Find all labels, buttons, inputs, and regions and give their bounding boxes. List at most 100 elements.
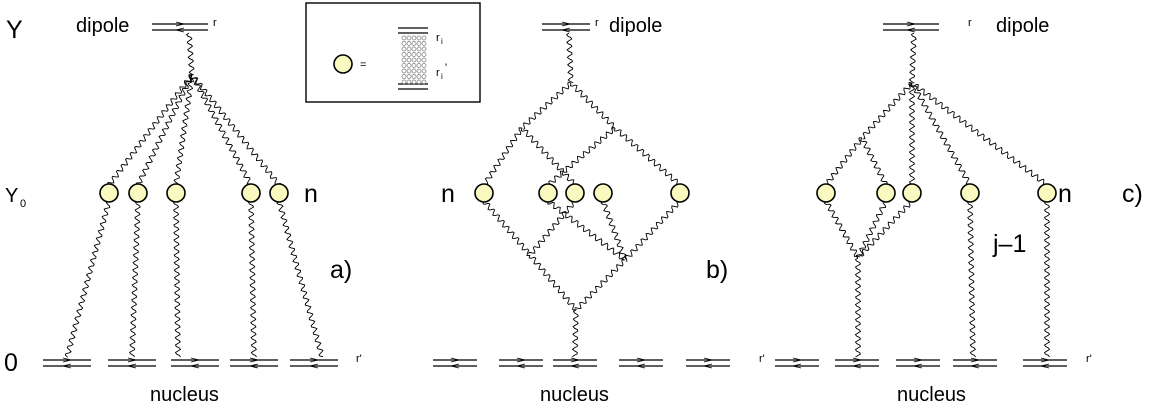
panel-c-edge-gluon <box>911 82 1048 187</box>
panel-c-blob <box>902 183 922 203</box>
panel-c-nucleus-label: nucleus <box>897 384 966 406</box>
panel-c-nucleus-dipole <box>896 357 940 369</box>
panel-b-blob <box>593 183 613 203</box>
rapidity-y0-label: Y <box>5 185 18 207</box>
panel-a-fan-gluon <box>107 74 193 185</box>
panel-c-n-label: n <box>1058 180 1072 208</box>
rapidity-y0-subscript: 0 <box>20 198 26 210</box>
panel-b-trunk-gluon <box>565 32 574 84</box>
panel-a-r-label: r <box>213 17 217 29</box>
panel-b-nucleus-dipole <box>553 357 597 369</box>
panel-c-tag: c) <box>1122 180 1143 208</box>
panel-a-blob <box>269 183 289 203</box>
legend-box <box>305 2 481 103</box>
panel-b-nucleus-dipole <box>499 357 543 369</box>
panel-b-edge-gluon <box>613 127 681 187</box>
panel-b-edge-gluon <box>548 126 616 188</box>
panel-c-edge-gluon <box>856 199 913 258</box>
panel-b-edge-gluon <box>482 127 523 185</box>
panel-a-fan-gluon <box>173 74 195 186</box>
panel-c-edge-gluon <box>909 82 972 185</box>
panel-c-nucleus-dipole <box>835 357 879 369</box>
legend-equals: = <box>360 59 366 71</box>
panel-a-top-dipole <box>152 21 208 33</box>
panel-b-bottom-gluon <box>571 309 579 358</box>
panel-c-dipole-label: dipole <box>996 15 1049 37</box>
panel-a-down-gluon <box>276 200 324 358</box>
panel-b-rprime-label: r' <box>759 353 765 365</box>
panel-a-blob <box>166 183 186 203</box>
panel-a-nucleus-dipole <box>171 357 219 369</box>
panel-b-edge-gluon <box>624 199 681 262</box>
panel-c-blob <box>1037 183 1057 203</box>
panel-a-tag: a) <box>330 256 352 284</box>
panel-b-nucleus-dipole <box>686 357 730 369</box>
panel-a-nucleus-label: nucleus <box>150 384 219 406</box>
panel-a-down-gluon <box>247 200 257 358</box>
panel-c-j-label: j–1 <box>992 230 1026 258</box>
legend-ri-subscript: i <box>441 37 443 46</box>
panel-b-edge-gluon <box>482 200 530 256</box>
panel-c-down-gluon <box>1043 200 1051 358</box>
panel-c-edge-gluon <box>862 81 913 140</box>
panel-c-edge-gluon <box>855 200 887 259</box>
gluon-lines <box>64 32 1051 358</box>
panel-a-blob <box>128 183 148 203</box>
panel-a-down-gluon <box>128 200 141 358</box>
panel-b-blob <box>670 183 690 203</box>
rapidity-zero-label: 0 <box>4 349 18 377</box>
panel-b-edge-gluon <box>574 258 626 310</box>
panel-a-down-gluon <box>64 200 111 358</box>
panel-a-nucleus-dipole <box>43 357 91 369</box>
legend-gluon-ladder <box>398 27 428 90</box>
panel-c-top-dipole <box>883 21 939 33</box>
panel-c-blob <box>816 183 836 203</box>
panel-b-top-dipole <box>542 21 590 33</box>
panel-c-nucleus-dipole <box>775 357 819 369</box>
panel-b-edge-gluon <box>600 200 627 261</box>
panel-b-blob <box>474 183 494 203</box>
panel-b-dipole-label: dipole <box>609 15 662 37</box>
panel-a-blob <box>241 183 261 203</box>
panel-b-edge-gluon <box>528 254 577 311</box>
panel-b-edge-gluon <box>569 82 615 130</box>
panel-c-down-gluon <box>854 257 862 358</box>
panel-a-nucleus-dipole <box>108 357 156 369</box>
panel-a-blob <box>99 183 119 203</box>
panel-b-edge-gluon <box>528 200 576 254</box>
panel-b-edge-gluon <box>547 200 627 260</box>
panel-c-trunk-gluon <box>908 32 917 84</box>
panel-b-n-label: n <box>441 180 455 208</box>
panel-a-fan-gluon <box>189 74 253 185</box>
panel-a-n-label: n <box>304 180 318 208</box>
legend-ri-label: r <box>436 32 440 44</box>
panel-c-edge-gluon <box>908 82 916 186</box>
panel-a-fan-gluon <box>190 74 281 185</box>
panel-a-dipole-label: dipole <box>76 15 129 37</box>
dipole-blobs <box>99 183 1057 203</box>
panel-b-nucleus-dipole <box>619 357 663 369</box>
panel-c-edge-gluon <box>826 137 863 187</box>
panel-c-nucleus-dipole <box>953 357 997 369</box>
panel-b-r-label: r <box>595 17 599 29</box>
panel-b-edge-gluon <box>520 127 575 187</box>
panel-a-nucleus-dipole <box>290 357 338 369</box>
panel-b-edge-gluon <box>523 81 572 130</box>
panel-c-down-gluon <box>966 200 976 358</box>
legend-blob <box>333 54 353 74</box>
panel-c-edge-gluon <box>823 200 861 258</box>
panel-c-r-label: r <box>968 17 972 29</box>
dipole-lines <box>43 21 1067 369</box>
panel-c-blob <box>876 183 896 203</box>
panel-a-fan-gluon <box>135 74 193 185</box>
panel-c-blob <box>960 183 980 203</box>
legend-ri-prime-subscript: i <box>441 72 443 81</box>
panel-a-nucleus-dipole <box>230 357 278 369</box>
panel-a-down-gluon <box>172 200 182 358</box>
panel-b-blob <box>565 183 585 203</box>
legend-ri-prime-label: r <box>436 67 440 79</box>
panel-a-trunk-gluon <box>185 32 195 76</box>
panel-a-rprime-label: r' <box>356 353 362 365</box>
panel-c-rprime-label: r' <box>1086 353 1092 365</box>
